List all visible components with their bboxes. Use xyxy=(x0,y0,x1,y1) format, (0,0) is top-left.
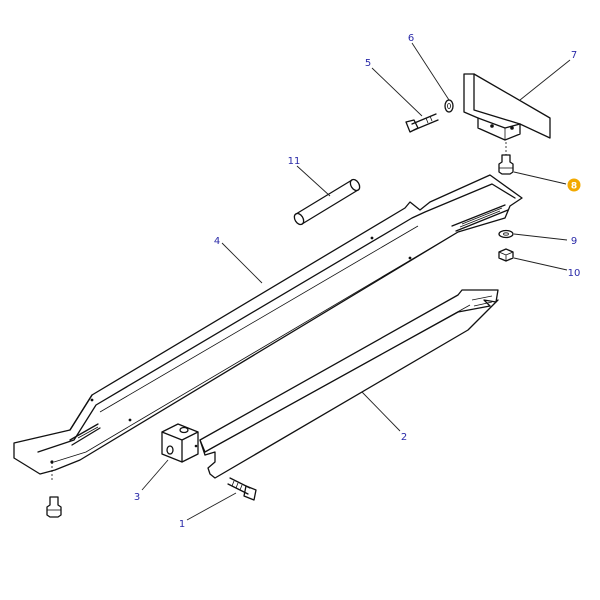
mounting-bracket xyxy=(463,73,551,141)
callout-label-9[interactable]: 9 xyxy=(571,236,577,247)
callout-8-highlight[interactable]: 8 xyxy=(567,178,581,192)
callout-label-11[interactable]: 11 xyxy=(288,156,301,167)
tube xyxy=(293,178,361,226)
bolt-upper xyxy=(405,113,439,133)
callout-label-6[interactable]: 6 xyxy=(408,33,414,44)
callout-label-7[interactable]: 7 xyxy=(571,50,577,61)
stud-upper xyxy=(498,142,514,175)
callout-label-1[interactable]: 1 xyxy=(179,519,185,530)
callout-label-2[interactable]: 2 xyxy=(401,432,407,443)
callout-label-4[interactable]: 4 xyxy=(214,236,220,247)
spacer-block xyxy=(161,423,199,463)
washer-upper xyxy=(444,99,454,113)
callout-labels: 1 2 3 4 5 6 7 8 9 10 11 xyxy=(134,33,581,530)
leader-lines xyxy=(141,42,571,521)
callout-label-8[interactable]: 8 xyxy=(571,182,577,192)
main-channel-rail xyxy=(13,174,523,482)
lower-channel-rail xyxy=(199,289,499,479)
stud-lower-left xyxy=(46,496,62,518)
callout-label-3[interactable]: 3 xyxy=(134,492,140,503)
nut xyxy=(498,248,514,262)
bolt-lower xyxy=(227,477,257,501)
washer-lower xyxy=(498,229,514,239)
callout-label-10[interactable]: 10 xyxy=(568,268,581,279)
callout-label-5[interactable]: 5 xyxy=(365,58,371,69)
